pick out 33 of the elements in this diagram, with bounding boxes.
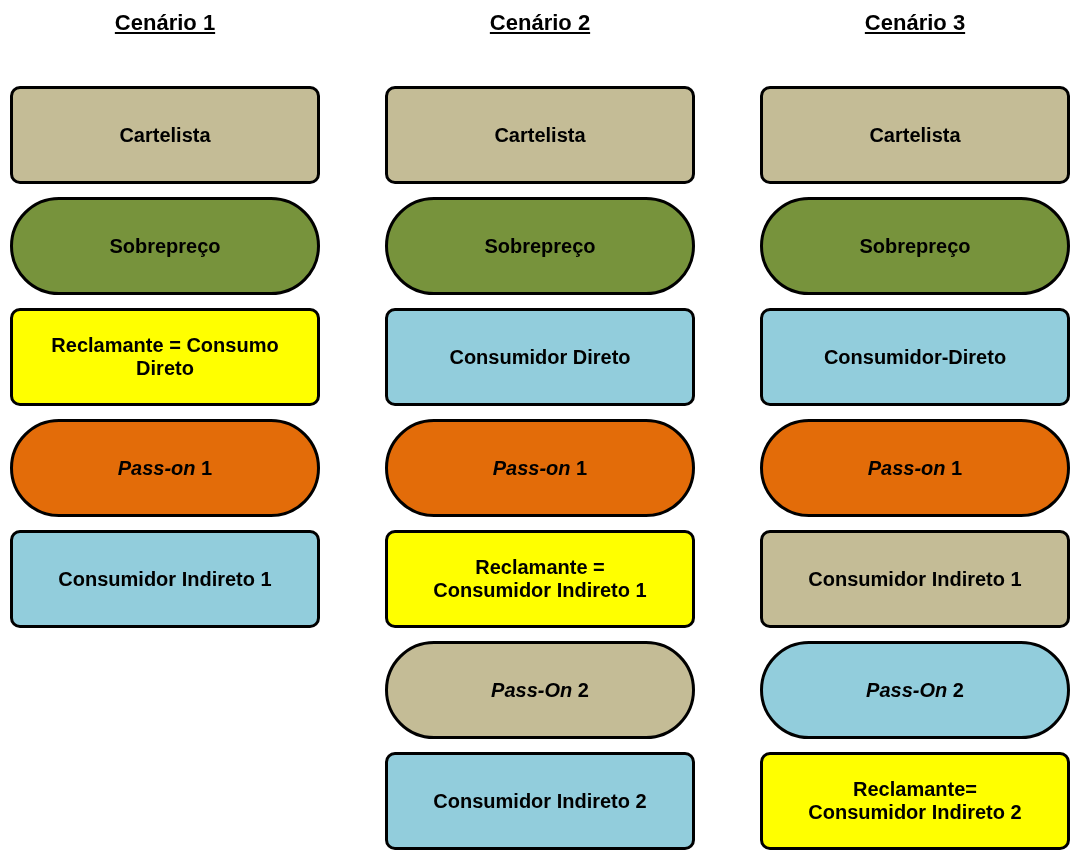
stage-box (385, 752, 695, 850)
stage-label: Pass-on 1 (867, 456, 963, 480)
stage-box (10, 530, 320, 628)
stage-label: Sobrepreço (859, 234, 971, 258)
stage-label: Reclamante = Consumidor Indireto 1 (432, 556, 648, 602)
stage-box (760, 530, 1070, 628)
stage-label: Reclamante= Consumidor Indireto 2 (807, 778, 1023, 824)
stage-label: Consumidor Indireto 1 (808, 567, 1022, 591)
stage-box (10, 86, 320, 184)
stage-box (385, 308, 695, 406)
stage-box (10, 308, 320, 406)
stage-label: Pass-On 2 (491, 678, 589, 702)
stage-box (760, 86, 1070, 184)
stage-label: Sobrepreço (109, 234, 221, 258)
stage-label: Consumidor Indireto 1 (58, 567, 272, 591)
column-heading: Cenário 1 (113, 10, 217, 36)
stage-label: Consumidor Direto (449, 345, 631, 369)
column-heading: Cenário 3 (863, 10, 967, 36)
stage-box (385, 86, 695, 184)
stage-label: Pass-On 2 (866, 678, 964, 702)
stage-label: Pass-on 1 (492, 456, 588, 480)
stage-label: Cartelista (869, 123, 961, 147)
stage-label: Pass-on 1 (117, 456, 213, 480)
stage-label: Consumidor Indireto 2 (433, 789, 647, 813)
stage-box (760, 752, 1070, 850)
stage-label: Reclamante = Consumo Direto (50, 334, 280, 380)
stage-box (385, 530, 695, 628)
stage-label: Cartelista (119, 123, 211, 147)
stage-label: Consumidor-Direto (823, 345, 1007, 369)
column-heading: Cenário 2 (488, 10, 592, 36)
stage-box (760, 308, 1070, 406)
stage-label: Sobrepreço (484, 234, 596, 258)
stage-label: Cartelista (494, 123, 586, 147)
